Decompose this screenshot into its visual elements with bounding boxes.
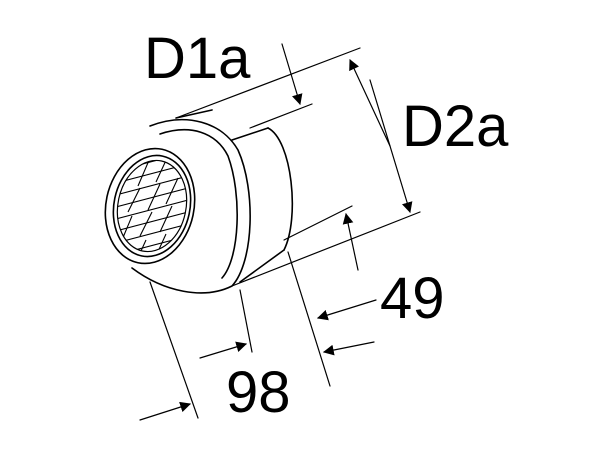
dim-d2a: D2a [349, 59, 509, 214]
extension-lines [149, 47, 421, 419]
dim-49: 49 [316, 212, 445, 356]
dim-d1a: D1a [144, 26, 303, 106]
label-98: 98 [226, 360, 291, 425]
label-49: 49 [380, 266, 445, 331]
label-d1a: D1a [144, 26, 251, 91]
label-d2a: D2a [402, 94, 509, 159]
rear-tube [231, 127, 294, 283]
dim-98: 98 [139, 341, 291, 425]
hood-body [131, 109, 251, 294]
